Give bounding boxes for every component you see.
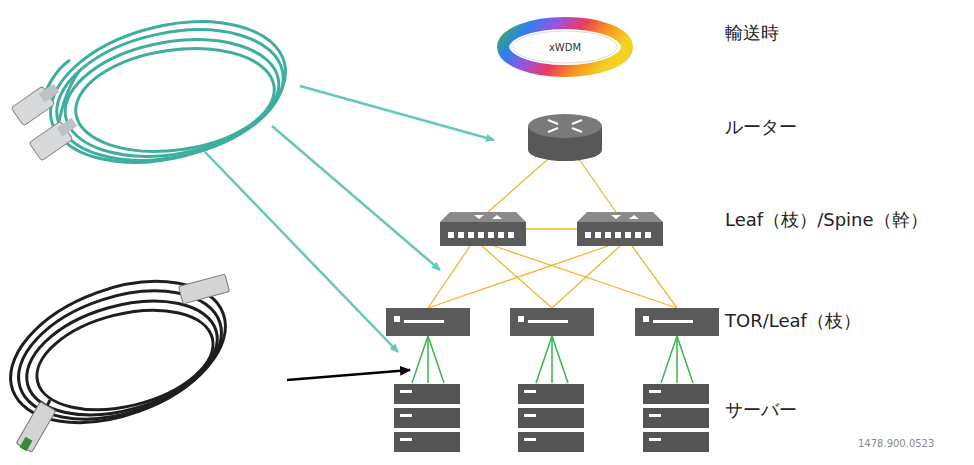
tier-label: Leaf（枝）/Spine（幹） — [725, 209, 928, 231]
pointer-arrow — [205, 86, 494, 352]
ring-label: xWDM — [549, 42, 581, 53]
spine-switch — [440, 212, 663, 246]
tier-label: 輸送時 — [725, 22, 779, 44]
router-icon — [528, 114, 602, 161]
sfp-connector — [16, 274, 229, 452]
network-links — [428, 152, 677, 308]
tier-label: ルーター — [725, 116, 797, 138]
tier-label: サーバー — [725, 399, 797, 421]
qsfp-connector — [11, 84, 77, 161]
pointer-arrow — [287, 370, 410, 380]
aoc-cable — [36, 0, 301, 185]
tier-label: TOR/Leaf（枝） — [725, 310, 861, 332]
server-links — [412, 336, 693, 383]
server-stack — [394, 384, 709, 452]
tor-switch — [386, 308, 719, 336]
ring-node: xWDM — [495, 16, 635, 78]
figure-number: 1478.900.0523 — [858, 438, 934, 450]
